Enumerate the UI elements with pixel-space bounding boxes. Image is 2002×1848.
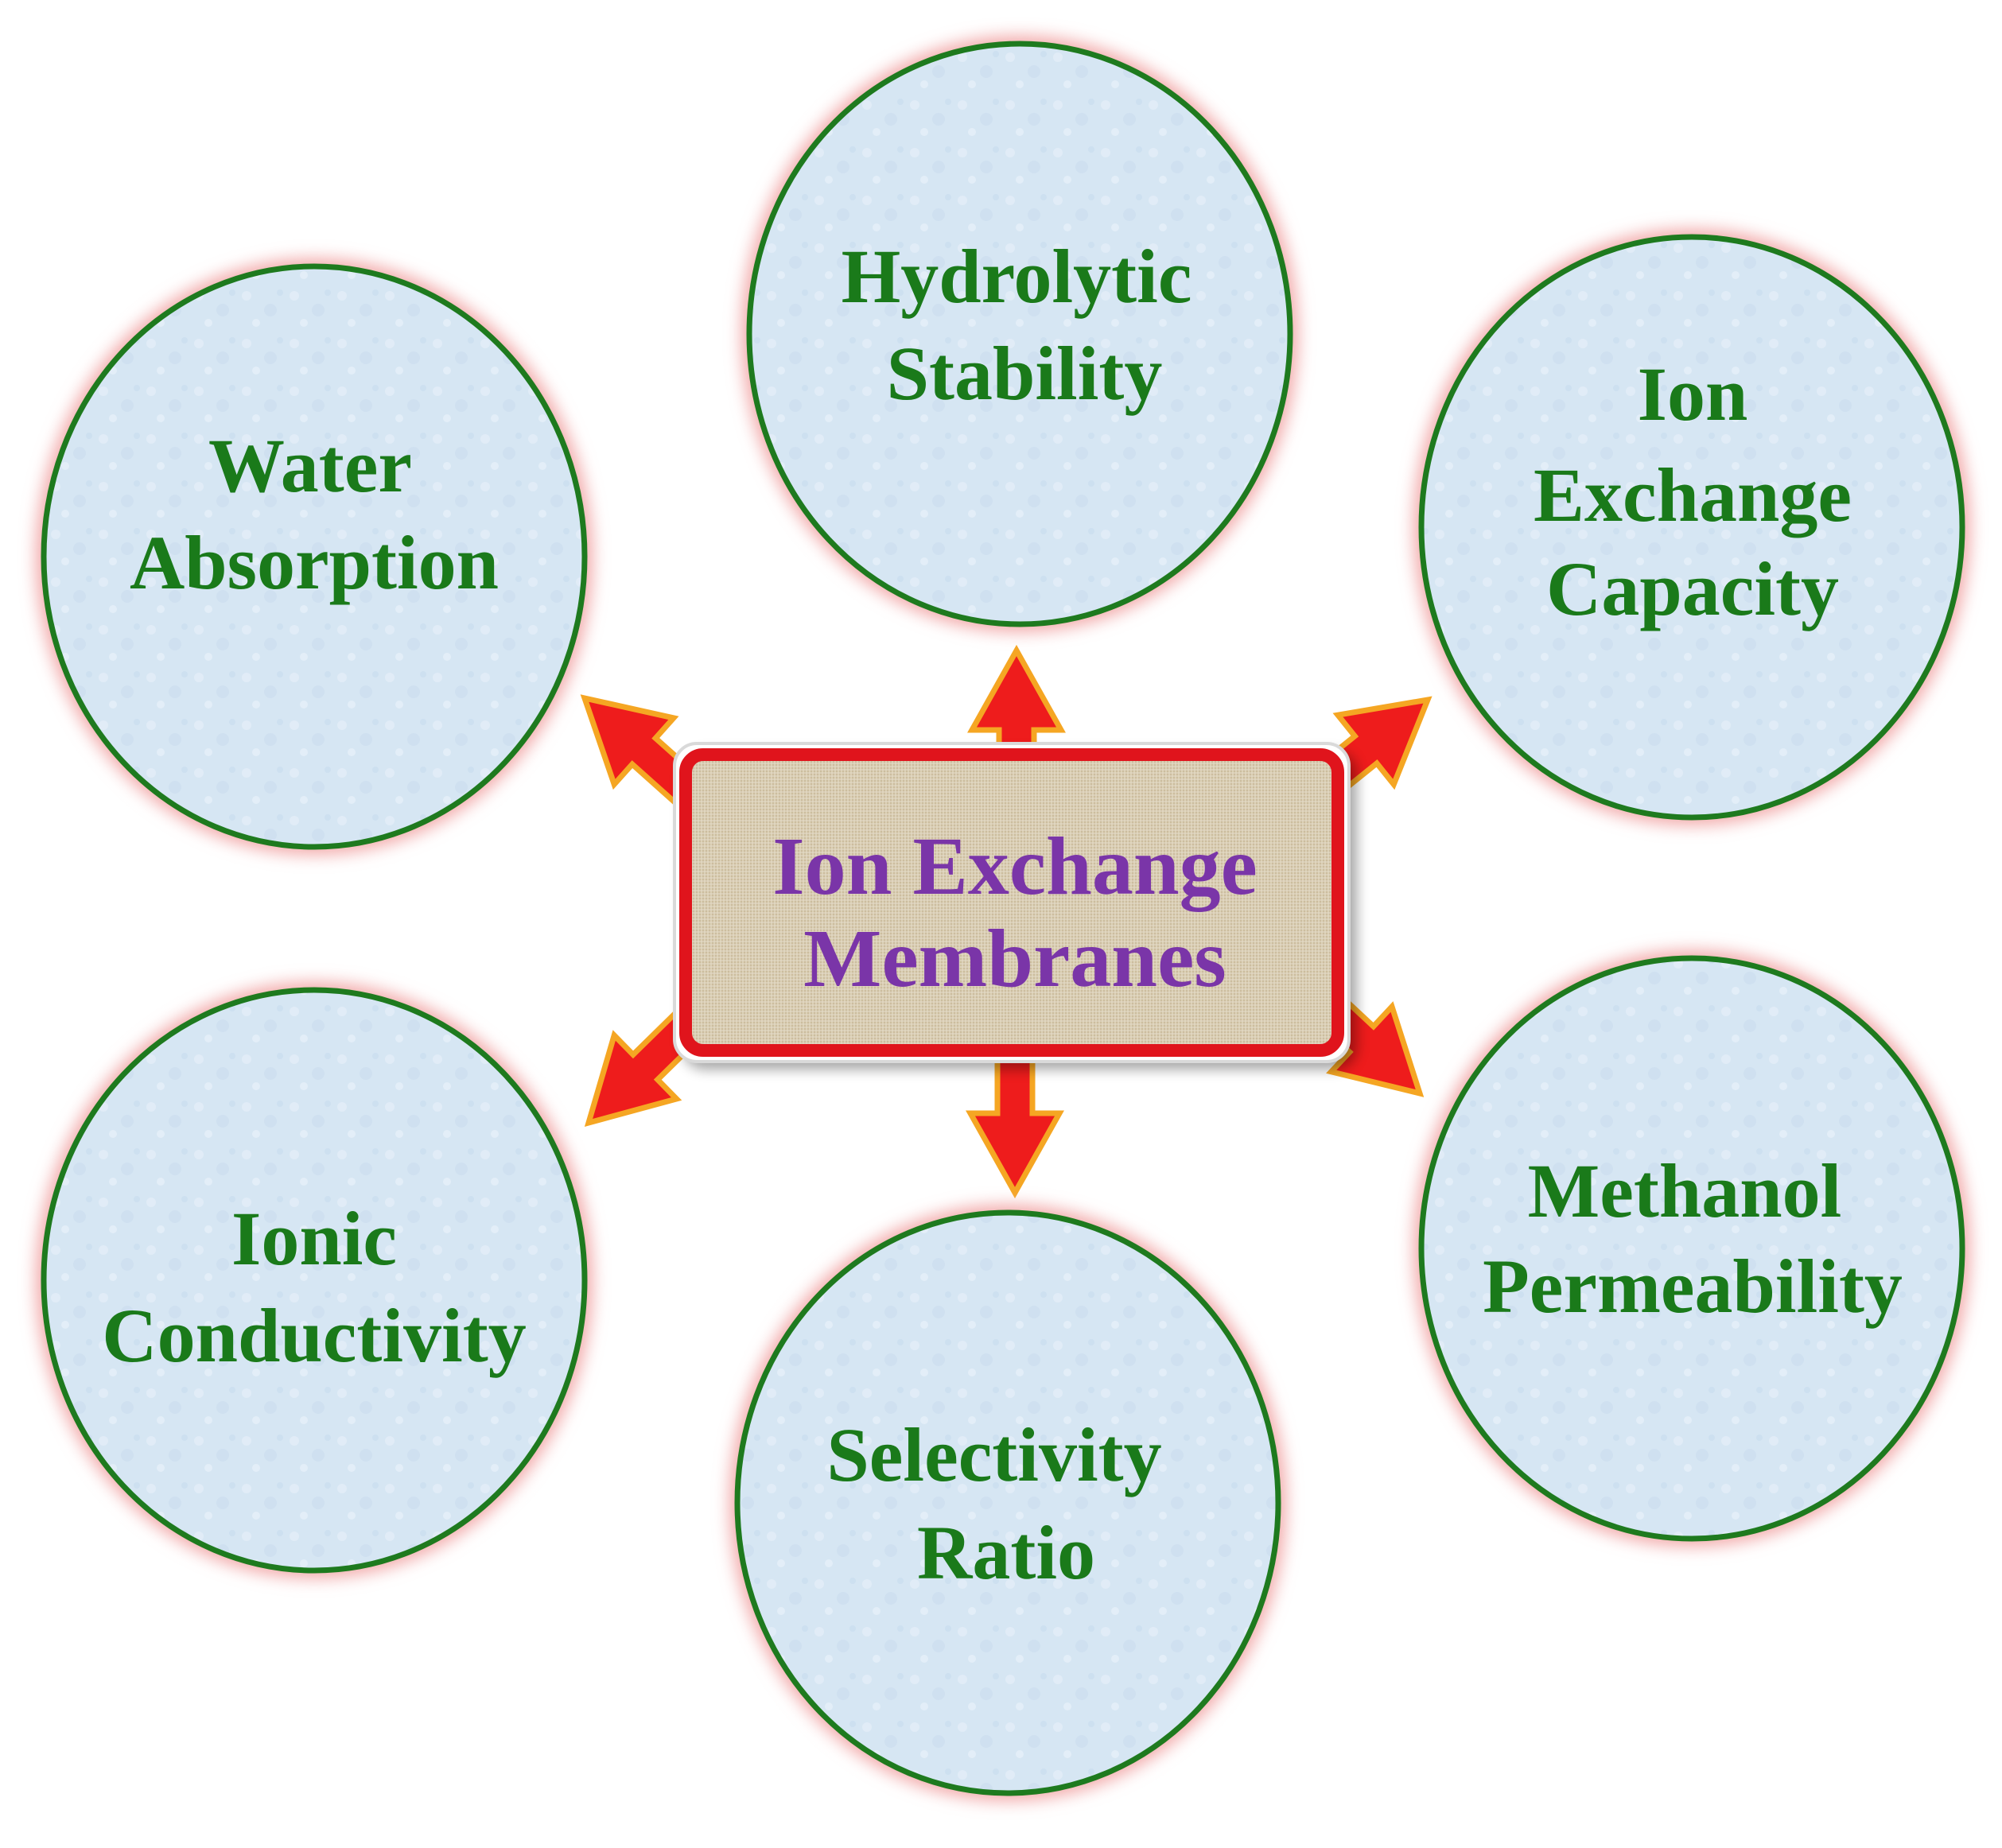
node-selectivity-ratio: Selectivity Ratio: [729, 1205, 1286, 1801]
node-label-line-2: Permeability: [1483, 1244, 1903, 1329]
node-label-line-3: Capacity: [1546, 546, 1839, 631]
node-label-line-2: Conductivity: [102, 1293, 526, 1378]
node-label-line-1: Ionic: [231, 1196, 397, 1281]
node-label-line-1: Selectivity: [826, 1412, 1161, 1497]
node-ionic-conductivity: Ionic Conductivity: [36, 982, 593, 1578]
node-label-line-1: Methanol: [1528, 1148, 1842, 1233]
node-label-line-2: Absorption: [130, 520, 499, 605]
node-methanol-permeability: Methanol Permeability: [1413, 950, 1970, 1547]
node-label-line-2: Stability: [887, 331, 1163, 416]
center-title-line-1: Ion Exchange: [772, 821, 1258, 912]
node-label-line-1: Hydrolytic: [842, 234, 1192, 319]
node-water-absorption: Water Absorption: [36, 258, 593, 855]
center-box: Ion Exchange Membranes: [673, 742, 1357, 1070]
center-title-line-2: Membranes: [803, 913, 1226, 1004]
node-label-line-2: Ratio: [917, 1510, 1095, 1595]
node-label-line-1: Ion: [1638, 351, 1748, 437]
node-label-line-2: Exchange: [1534, 452, 1852, 538]
node-hydrolytic-stability: Hydrolytic Stability: [741, 36, 1298, 632]
node-label-line-1: Water: [208, 423, 412, 508]
node-ion-exchange-capacity: Ion Exchange Capacity: [1413, 229, 1970, 825]
